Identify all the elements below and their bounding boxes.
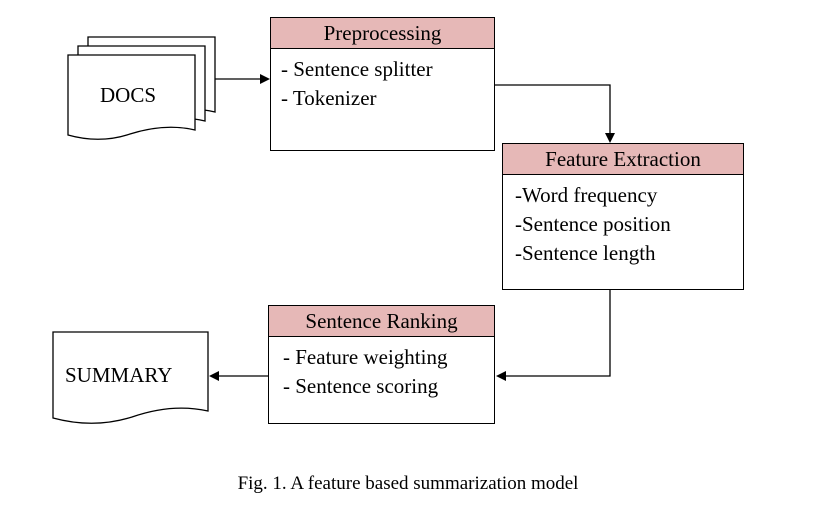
summary-document-icon xyxy=(52,331,209,424)
sentence-ranking-item: - Feature weighting xyxy=(283,345,448,369)
docs-front-page xyxy=(67,54,196,140)
arrowhead-feature-extraction xyxy=(605,133,615,143)
feature-extraction-item: -Sentence position xyxy=(515,212,671,236)
sentence-ranking-items: - Feature weighting - Sentence scoring xyxy=(269,337,494,401)
arrowheads xyxy=(209,74,615,381)
sentence-ranking-title: Sentence Ranking xyxy=(269,306,494,337)
preprocessing-box: Preprocessing - Sentence splitter - Toke… xyxy=(270,17,495,151)
feature-extraction-items: -Word frequency -Sentence position -Sent… xyxy=(503,175,743,268)
preprocessing-item: - Tokenizer xyxy=(281,86,377,110)
arrowhead-sentence-ranking xyxy=(496,371,506,381)
feature-extraction-box: Feature Extraction -Word frequency -Sent… xyxy=(502,143,744,290)
docs-document-stack-icon xyxy=(67,36,216,140)
preprocessing-items: - Sentence splitter - Tokenizer xyxy=(271,49,494,113)
arrow-preprocessing-to-feature-extraction xyxy=(494,84,611,135)
arrowhead-preprocessing xyxy=(260,74,270,84)
sentence-ranking-box: Sentence Ranking - Feature weighting - S… xyxy=(268,305,495,424)
summary-label: SUMMARY xyxy=(65,363,173,387)
docs-label: DOCS xyxy=(100,83,157,107)
arrowhead-summary xyxy=(209,371,219,381)
arrow-feature-extraction-to-sentence-ranking xyxy=(505,290,611,377)
feature-extraction-item: -Word frequency xyxy=(515,183,658,207)
sentence-ranking-item: - Sentence scoring xyxy=(283,374,439,398)
feature-extraction-title: Feature Extraction xyxy=(503,144,743,175)
preprocessing-title: Preprocessing xyxy=(271,18,494,49)
figure-caption: Fig. 1. A feature based summarization mo… xyxy=(237,473,579,494)
connectors xyxy=(215,78,611,377)
preprocessing-item: - Sentence splitter xyxy=(281,57,433,81)
feature-extraction-item: -Sentence length xyxy=(515,241,656,265)
